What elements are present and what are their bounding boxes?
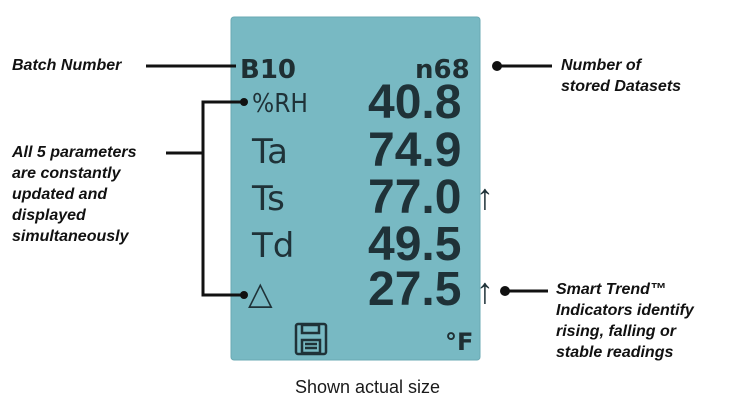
param-label-ta: Ta	[251, 132, 288, 172]
param-label-rh: %RH	[252, 89, 308, 119]
trend-arrow-ts: ↑	[476, 176, 494, 217]
figure-caption: Shown actual size	[294, 377, 441, 397]
delta-icon: △	[248, 274, 273, 312]
reading-delta: 27.5	[368, 263, 461, 316]
leader-dots	[240, 61, 510, 299]
leader-lines	[146, 64, 552, 297]
lcd-screen	[230, 16, 481, 361]
param-label-td: Td	[251, 226, 294, 266]
temperature-unit: °F	[445, 328, 473, 356]
datasets-pointer-dot	[492, 61, 502, 71]
smart-trend-annotation: Smart Trend™ Indicators identify rising,…	[556, 281, 694, 361]
batch-number-value: B10	[240, 55, 296, 85]
param-label-ts: Ts	[251, 179, 285, 219]
trend-arrow-delta: ↑	[476, 270, 494, 311]
reading-ts: 77.0	[368, 171, 461, 224]
dataset-count-value: n68	[415, 55, 470, 85]
delta-pointer-dot	[240, 291, 248, 299]
parameters-annotation: All 5 parameters are constantly updated …	[12, 144, 137, 245]
rh-pointer-dot	[240, 98, 248, 106]
reading-td: 49.5	[368, 218, 461, 271]
parameters-bracket	[201, 100, 244, 297]
reading-ta: 74.9	[368, 124, 461, 177]
floppy-disk-icon	[294, 322, 328, 356]
reading-rh: 40.8	[368, 76, 461, 129]
trend-pointer-dot	[500, 286, 510, 296]
batch-number-annotation: Batch Number	[12, 57, 122, 74]
datasets-annotation: Number of stored Datasets	[561, 57, 682, 95]
